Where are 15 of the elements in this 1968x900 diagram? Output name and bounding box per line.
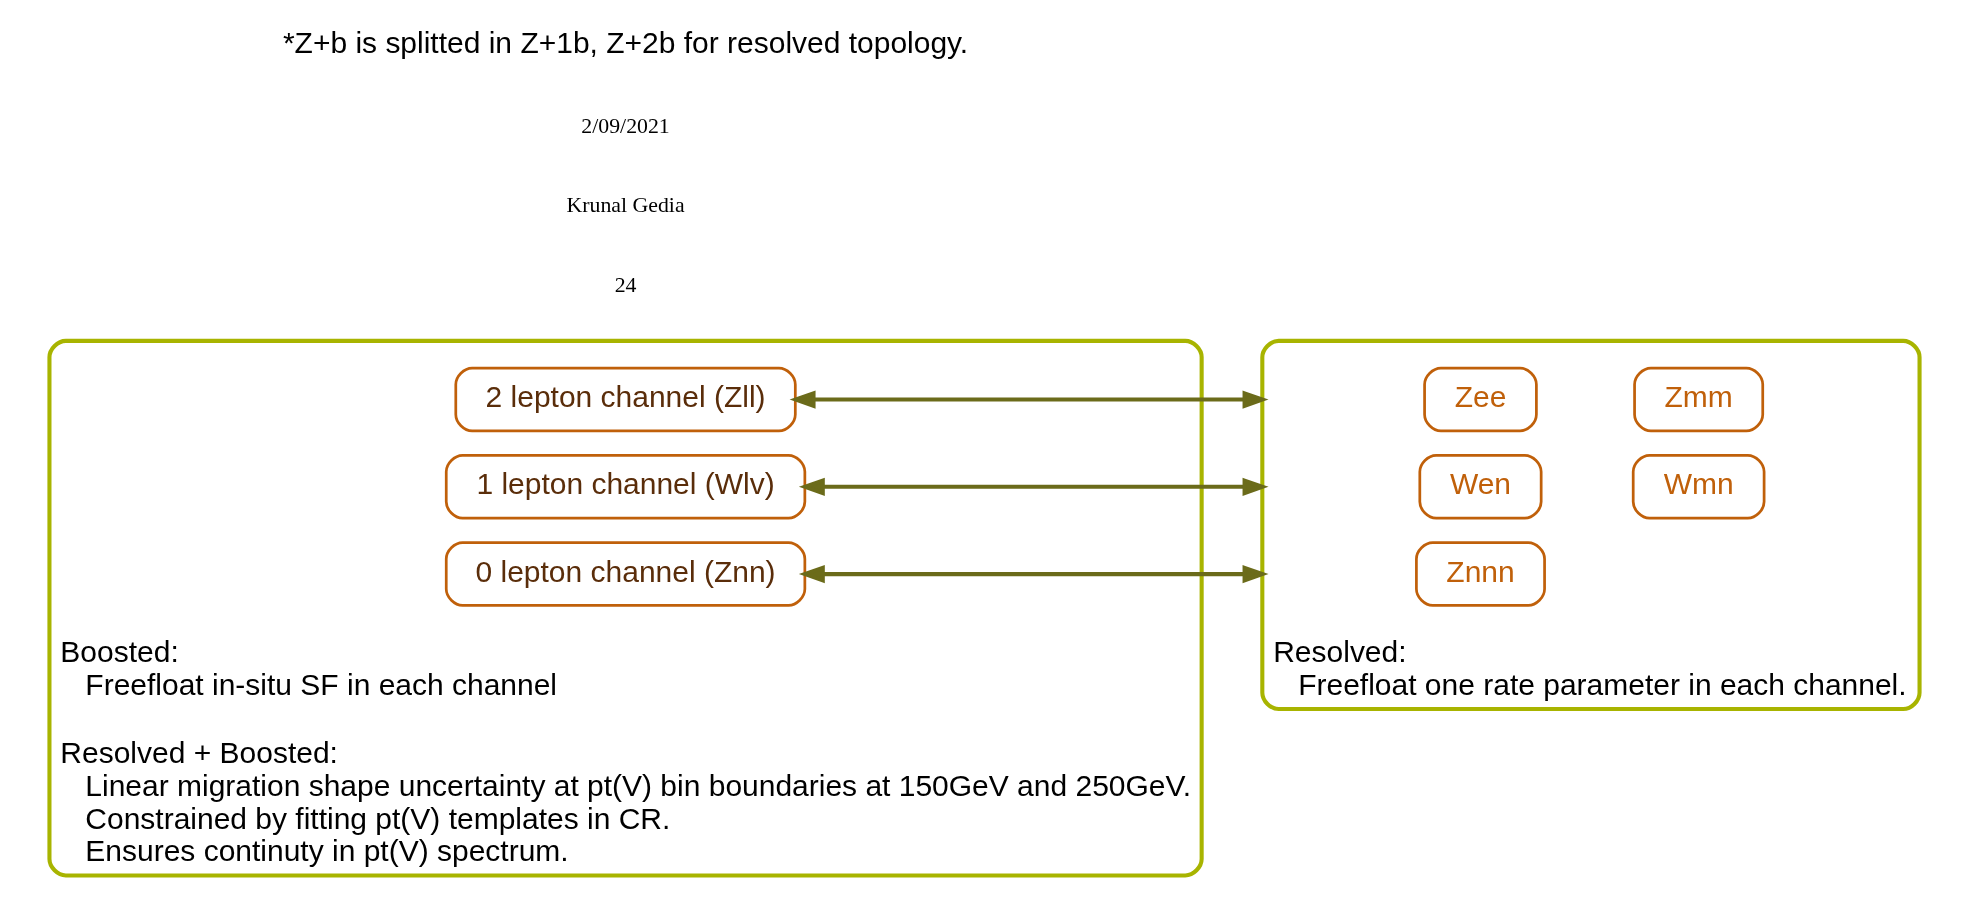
arrow [789, 390, 1268, 409]
label: 2/09/2021 [580, 114, 670, 139]
node-box: 2 lepton channel (Zll) [453, 366, 797, 433]
label: Krunal Gedia [566, 193, 685, 218]
node-box: Wmn [1631, 454, 1765, 520]
node-box: Zee [1422, 366, 1538, 433]
node-box: 0 lepton channel (Znn) [444, 541, 806, 607]
label: 24 [614, 272, 636, 297]
node-box: Wen [1417, 454, 1543, 520]
arrow [798, 477, 1268, 496]
node-box: 1 lepton channel (Wlv) [444, 454, 806, 520]
arrow [798, 565, 1268, 584]
node-box: Znnn [1414, 541, 1546, 607]
label: *Z+b is splitted in Z+1b, Z+2b for resolved topology. [282, 25, 968, 59]
node-box: Zmm [1632, 366, 1764, 433]
